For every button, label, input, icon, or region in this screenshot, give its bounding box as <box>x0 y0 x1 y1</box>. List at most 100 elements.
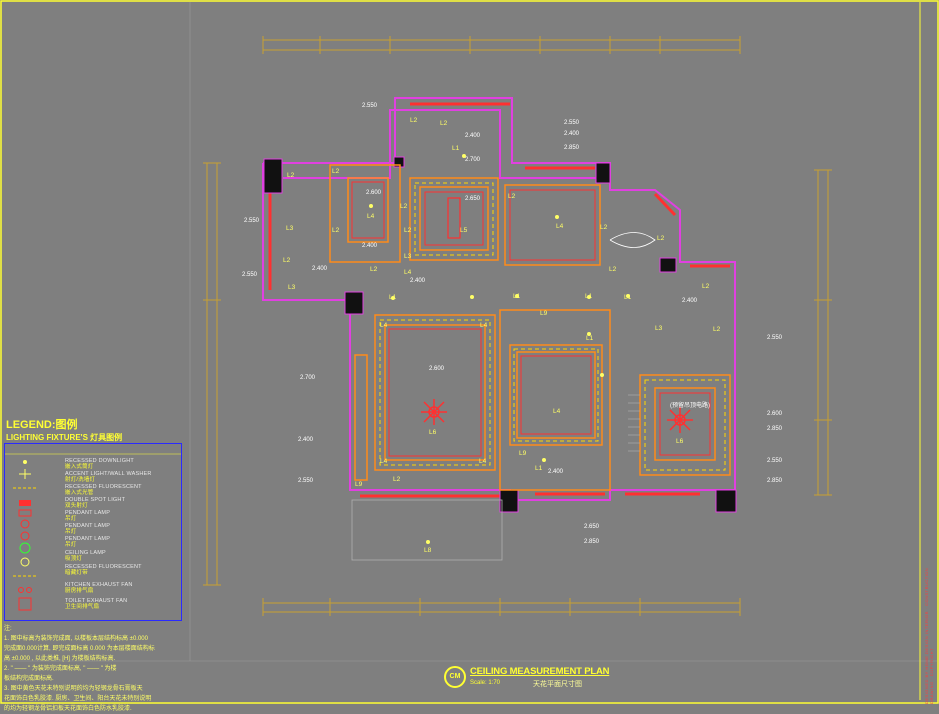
svg-text:L4: L4 <box>367 213 375 220</box>
note-line: 的均为轻钢龙骨铝扣板天花面饰白色防水乳胶漆. <box>4 706 132 712</box>
svg-text:L2: L2 <box>332 168 340 175</box>
svg-text:2.400: 2.400 <box>312 266 328 272</box>
svg-text:2.700: 2.700 <box>300 375 316 381</box>
window-marks <box>268 102 730 498</box>
svg-text:L1: L1 <box>452 145 460 152</box>
svg-text:L1: L1 <box>585 293 593 300</box>
svg-text:2.550: 2.550 <box>244 218 260 224</box>
svg-text:L1: L1 <box>586 335 594 342</box>
svg-text:L4: L4 <box>479 458 487 465</box>
svg-text:L3: L3 <box>404 253 412 260</box>
svg-text:L4: L4 <box>553 408 561 415</box>
svg-text:L3: L3 <box>655 325 663 332</box>
balcony-outline <box>351 499 503 561</box>
svg-text:2.650: 2.650 <box>584 524 600 530</box>
svg-text:2.550: 2.550 <box>362 103 378 109</box>
svg-text:L2: L2 <box>400 203 408 210</box>
svg-text:2.400: 2.400 <box>362 243 378 249</box>
svg-text:2.400: 2.400 <box>548 469 564 475</box>
note-line: 花面饰白色乳胶漆. 厨房、卫生间、阳台天花未特别说明 <box>4 696 152 702</box>
svg-text:2.550: 2.550 <box>564 120 580 126</box>
svg-text:2.400: 2.400 <box>564 131 580 137</box>
stair-hatch <box>628 394 640 452</box>
svg-text:L4: L4 <box>380 322 388 329</box>
svg-text:L1: L1 <box>513 293 521 300</box>
svg-text:L2: L2 <box>713 326 721 333</box>
svg-text:2.700: 2.700 <box>465 157 481 163</box>
svg-text:2.600: 2.600 <box>366 190 382 196</box>
svg-text:L2: L2 <box>370 266 378 273</box>
company-logo: CM <box>444 666 466 688</box>
legend-title: LEGEND:图例 <box>6 419 78 431</box>
svg-text:L4: L4 <box>404 269 412 276</box>
right-dimension-chain <box>814 169 832 496</box>
side-copyright-text: DESIGNED BY HOME DESIGN INTERIOR · CONST… <box>924 567 934 704</box>
svg-text:2.850: 2.850 <box>584 539 600 545</box>
svg-text:L2: L2 <box>332 227 340 234</box>
note-line: 高 ±0.000 , 以此类推, [H] 为楼板结构标高. <box>4 656 116 662</box>
general-notes: 注: 1. 图中标高为装饰完成面, 以楼板本层结构标高 ±0.000 完成面0.… <box>4 624 184 714</box>
svg-text:L3: L3 <box>286 225 294 232</box>
svg-text:L2: L2 <box>657 235 665 242</box>
legend-subtitle: LIGHTING FIXTURE'S 灯具图例 <box>6 433 123 442</box>
svg-text:L2: L2 <box>440 120 448 127</box>
svg-text:L1: L1 <box>389 294 397 301</box>
drawing-title: CEILING MEASUREMENT PLAN <box>470 666 610 677</box>
legend-symbols <box>5 453 181 611</box>
svg-text:L1: L1 <box>624 294 632 301</box>
drawing-title-cn: 天花平面尺寸图 <box>533 681 582 688</box>
left-dimension-chain <box>203 162 221 586</box>
svg-text:L2: L2 <box>600 224 608 231</box>
note-line: 3. 图中黄色天花未特别说明的均为轻钢龙骨石膏板天 <box>4 686 143 692</box>
svg-text:L9: L9 <box>540 310 548 317</box>
elevation-labels: 2.550 2.550 2.400 2.850 2.400 2.700 2.600 2.5… <box>242 103 783 545</box>
svg-text:L5: L5 <box>460 227 468 234</box>
svg-text:L4: L4 <box>480 322 488 329</box>
svg-text:L2: L2 <box>702 283 710 290</box>
svg-text:2.400: 2.400 <box>465 133 481 139</box>
svg-text:L6: L6 <box>429 429 437 436</box>
pendant-lamp-L6-b <box>667 407 693 433</box>
svg-text:L9: L9 <box>519 450 527 457</box>
svg-text:L2: L2 <box>410 117 418 124</box>
svg-text:2.850: 2.850 <box>767 478 783 484</box>
svg-text:L2: L2 <box>283 257 291 264</box>
svg-text:L2: L2 <box>287 172 295 179</box>
svg-text:L4: L4 <box>556 223 564 230</box>
svg-text:L2: L2 <box>609 266 617 273</box>
svg-text:(预留吊顶电路): (预留吊顶电路) <box>670 401 710 409</box>
bay-window-arc <box>609 232 656 248</box>
svg-text:2.400: 2.400 <box>410 278 426 284</box>
svg-text:L3: L3 <box>288 284 296 291</box>
svg-text:L2: L2 <box>393 476 401 483</box>
top-dimension-chain <box>262 36 741 54</box>
note-line: 板结构完成面标高. <box>4 676 54 682</box>
svg-text:L9: L9 <box>355 481 363 488</box>
svg-text:L6: L6 <box>676 438 684 445</box>
svg-text:2.550: 2.550 <box>298 478 314 484</box>
bottom-dimension-chain <box>262 598 741 616</box>
light-strips <box>379 182 726 471</box>
svg-text:2.650: 2.650 <box>465 196 481 202</box>
svg-text:2.850: 2.850 <box>564 145 580 151</box>
pendant-lamp-L6 <box>421 399 447 425</box>
svg-text:L8: L8 <box>424 547 432 554</box>
svg-text:L2: L2 <box>508 193 516 200</box>
notes-heading: 注: <box>4 626 12 632</box>
downlights <box>369 154 630 544</box>
svg-text:2.600: 2.600 <box>767 411 783 417</box>
